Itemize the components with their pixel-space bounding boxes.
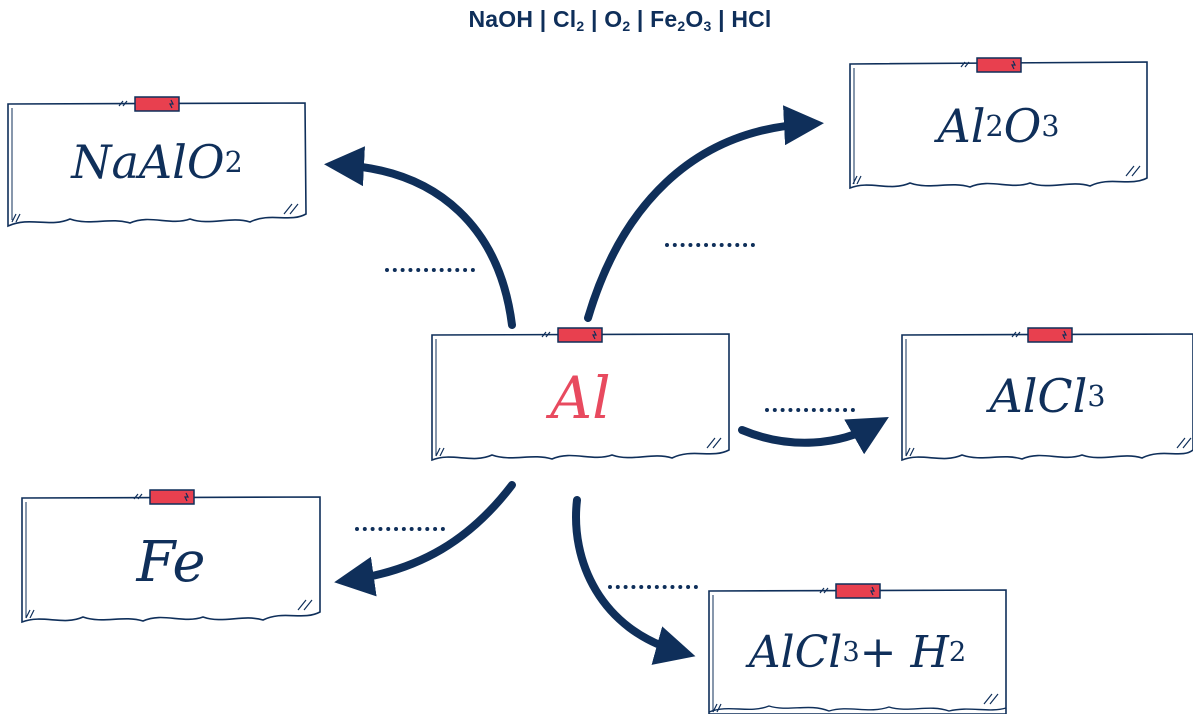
arrow-to-fe: [334, 481, 516, 597]
box-al2o3: [849, 57, 1148, 190]
box-alcl3-h2: [708, 583, 1007, 714]
reagent-separator: |: [630, 6, 651, 32]
box-fe: [21, 489, 321, 624]
reagent-separator: |: [711, 6, 732, 32]
arrow-to-alcl3: [738, 417, 889, 455]
reagent-cl2: Cl2: [552, 6, 585, 34]
reagent-o2: O2: [604, 6, 631, 34]
label-fe: Fe: [136, 529, 206, 595]
reagent-hcl: HCl: [731, 6, 772, 32]
arrow-to-naalo2: [324, 146, 516, 329]
label-al-center: Al: [550, 364, 611, 432]
blank-to-alcl3-h2[interactable]: [608, 581, 698, 589]
arrow-to-al2o3: [584, 105, 824, 322]
reagent-separator: |: [533, 6, 553, 32]
arrow-to-alcl3-h2: [572, 496, 696, 665]
reagent-separator: |: [584, 6, 605, 32]
reagent-fe2o3: Fe2O3: [650, 6, 712, 34]
blank-to-naalo2[interactable]: [385, 264, 475, 272]
blank-to-fe[interactable]: [355, 523, 445, 531]
blank-to-al2o3[interactable]: [665, 239, 755, 247]
box-naalo2: [7, 96, 307, 228]
box-al-center: [431, 327, 730, 462]
reagent-list: NaOH | Cl2 | O2 | Fe2O3 | HCl: [0, 6, 1193, 34]
blank-to-alcl3[interactable]: [765, 404, 855, 412]
box-alcl3: [901, 327, 1193, 462]
reagent-naoh: NaOH: [468, 6, 534, 32]
